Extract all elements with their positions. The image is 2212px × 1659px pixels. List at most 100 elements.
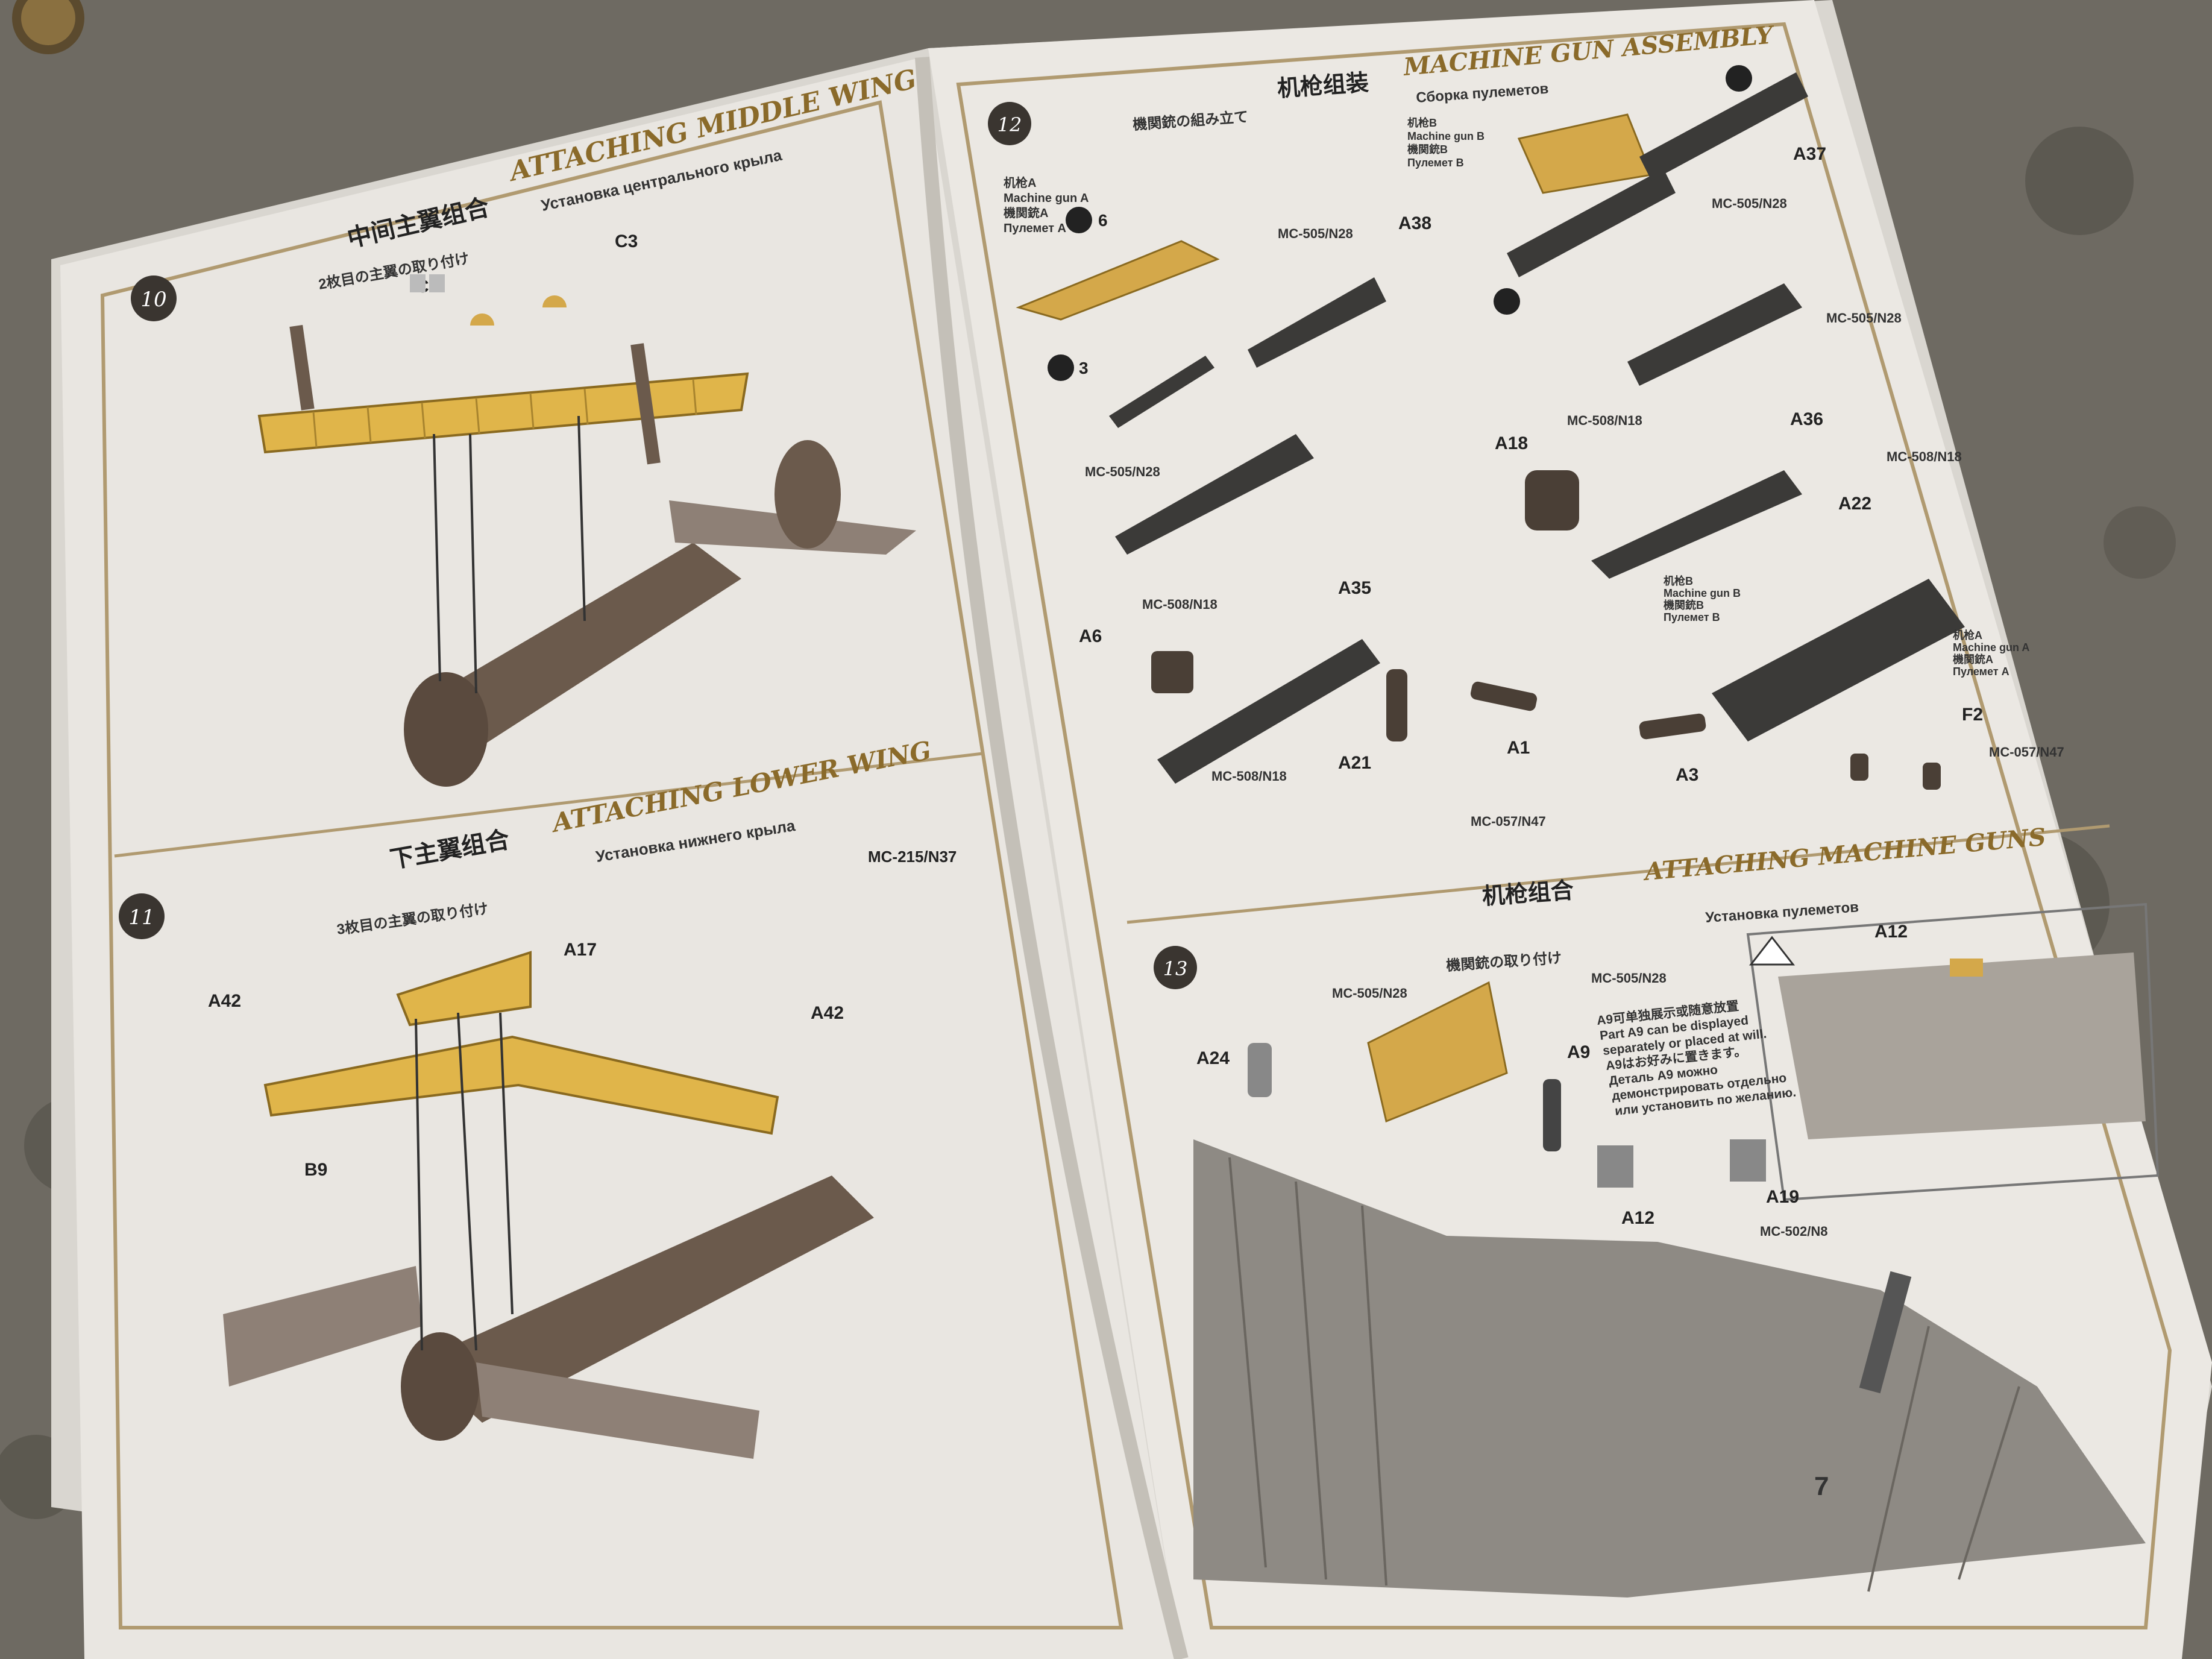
step13-strut: [1859, 1271, 1912, 1394]
part-a21: A21: [1338, 753, 1371, 773]
part-f2-shape-b: [1923, 763, 1941, 790]
paint-mc508-c: MC-508/N18: [1142, 597, 1218, 612]
part-a9-shape: [1543, 1079, 1561, 1151]
part-a6: A6: [1079, 626, 1102, 646]
part-f2: F2: [1962, 705, 1983, 725]
step11-badge: [119, 893, 165, 939]
step10-badge: [131, 275, 177, 321]
section-title-cn: 机枪组装: [1277, 69, 1370, 101]
svg-text:機関銃A: 機関銃A: [1004, 206, 1048, 220]
part-a9: A9: [1567, 1042, 1590, 1062]
paint-mc508-b: MC-508/N18: [1887, 449, 1962, 464]
svg-text:机枪A: 机枪A: [1953, 629, 1982, 641]
page-number: 7: [1814, 1472, 1829, 1501]
part-a22: A22: [1838, 494, 1871, 514]
svg-text:機関銃B: 機関銃B: [1664, 599, 1704, 611]
paint-mc505-d: MC-505/N28: [1085, 464, 1160, 479]
lower-wing: [263, 1035, 779, 1135]
photo-etch-mesh-a: [1016, 240, 1220, 321]
gun-a-label-top: 机枪A Machine gun A 機関銃A Пулемет A: [1004, 175, 1089, 235]
step13-number: 13: [1163, 957, 1188, 980]
part-letter-c: [410, 274, 426, 292]
part-a3: A3: [1676, 765, 1698, 785]
w6-badge-a: [1066, 207, 1092, 233]
part-a18: A18: [1495, 433, 1528, 453]
part-letter-d: [429, 274, 445, 292]
fin-10: [775, 440, 841, 549]
jar-lid-inner: [21, 0, 75, 45]
part-a24: A24: [1196, 1048, 1230, 1068]
part-a42-right: A42: [811, 1003, 844, 1023]
part-a42-left: A42: [208, 991, 241, 1011]
paint-mc505-a: MC-505/N28: [1278, 226, 1353, 241]
paint-mc057-b: MC-057/N47: [1989, 745, 2064, 760]
step13-badge: [1154, 946, 1197, 989]
step12-guns: [1109, 72, 1965, 784]
right-divider: [1126, 824, 2110, 924]
svg-text:Machine gun A: Machine gun A: [1004, 192, 1089, 205]
part-a37: A37: [1793, 144, 1826, 164]
svg-text:Machine gun A: Machine gun A: [1953, 641, 2029, 653]
w3-count-a: 3: [1079, 359, 1089, 377]
w3-badge-b: [1494, 288, 1520, 315]
paint-mc502: MC-502/N8: [1760, 1224, 1827, 1239]
part-c4-shape: [470, 313, 494, 326]
strut-left: [289, 325, 315, 411]
inset-box: [1746, 902, 2160, 1201]
inset-fuselage: [1778, 952, 2146, 1139]
svg-text:Пулемет B: Пулемет B: [1407, 157, 1464, 169]
part-a17-panel: [396, 951, 532, 1027]
lower-wing-grey-right: [476, 1362, 759, 1459]
svg-text:机枪B: 机枪B: [1407, 116, 1437, 129]
paint-mc508-a: MC-508/N18: [1567, 413, 1642, 428]
svg-text:Machine gun B: Machine gun B: [1407, 130, 1485, 142]
part-c3: C3: [615, 231, 638, 251]
paint-mc505-b: MC-505/N28: [1712, 196, 1787, 211]
part-a38: A38: [1398, 213, 1431, 233]
step11-paint: MC-215/N37: [868, 848, 957, 866]
step12-badge: [988, 102, 1031, 145]
step13-aircraft: [1193, 1139, 2146, 1598]
gun-pair-yellow: [1367, 981, 1508, 1123]
part-a21-shape: [1386, 669, 1407, 741]
step10-number: 10: [140, 288, 166, 312]
part-f2-shape-a: [1850, 754, 1868, 781]
step11-number: 11: [128, 905, 154, 930]
part-a3-shape: [1639, 713, 1706, 740]
w6-count-a: 6: [1098, 211, 1108, 230]
paint-mc505-c: MC-505/N28: [1826, 310, 1902, 326]
step11-arrows: [415, 1012, 514, 1351]
part-a12: A12: [1621, 1208, 1654, 1228]
step10-arrows: [433, 415, 586, 694]
paint-mc505-e: MC-505/N28: [1332, 986, 1407, 1001]
part-a1-shape: [1470, 681, 1538, 711]
part-a19-shape: [1730, 1139, 1766, 1182]
paint-mc057-a: MC-057/N47: [1471, 814, 1546, 829]
fuselage-11: [416, 1176, 874, 1423]
part-a12-inset-shape: [1950, 959, 1983, 977]
paint-mc505-f: MC-505/N28: [1591, 971, 1667, 986]
part-c3-shape: [542, 295, 567, 307]
gun-b-label-mid: 机枪B Machine gun B 機関銃B Пулемет B: [1664, 575, 1741, 623]
part-a12-inset: A12: [1874, 922, 1908, 942]
part-a24-shape: [1248, 1043, 1272, 1097]
gun-b-label-top: 机枪B Machine gun B 機関銃B Пулемет B: [1407, 116, 1485, 169]
middle-wing: [257, 372, 749, 454]
svg-text:Пулемет B: Пулемет B: [1664, 611, 1720, 623]
part-a6-shape: [1151, 651, 1193, 693]
gun-a-label-mid: 机枪A Machine gun A 機関銃A Пулемет A: [1953, 629, 2029, 678]
svg-text:机枪B: 机枪B: [1664, 575, 1693, 587]
svg-text:机枪A: 机枪A: [1004, 175, 1036, 190]
lower-wing-grey-left: [223, 1266, 422, 1387]
part-a1: A1: [1507, 738, 1530, 758]
booklet-spine: [915, 57, 1189, 1659]
step13-title-cn: 机枪组合: [1481, 877, 1575, 909]
w3-badge-a: [1048, 354, 1074, 381]
paint-mc508-d: MC-508/N18: [1211, 769, 1287, 784]
part-b9: B9: [304, 1160, 327, 1180]
right-page-border: [956, 22, 2172, 1629]
step12-number: 12: [998, 113, 1022, 136]
part-a17: A17: [564, 940, 597, 960]
w6-badge-b: [1726, 65, 1752, 92]
